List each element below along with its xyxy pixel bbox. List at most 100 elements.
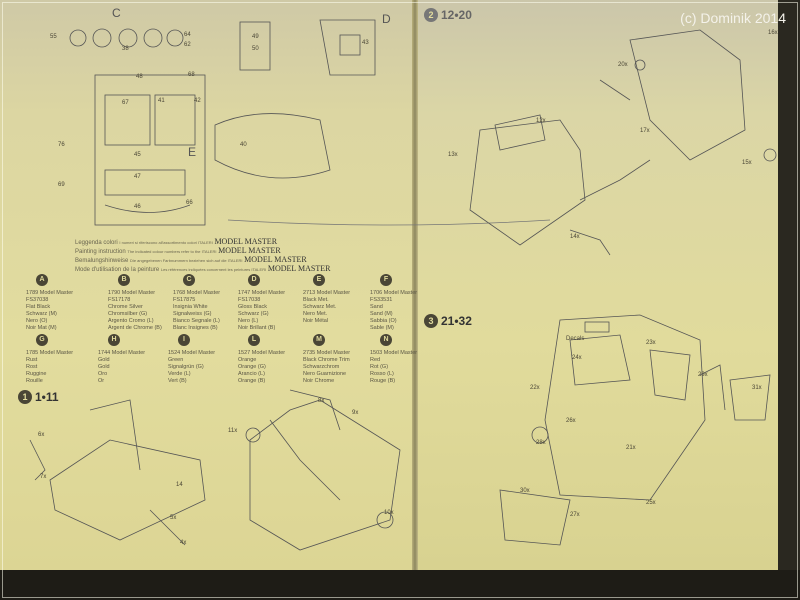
paint-description: 2735 Model Master Black Chrome Trim Schw… (303, 350, 351, 384)
brand-logo: MODEL MASTER (267, 264, 331, 273)
painting-legend: Leggenda colori I numeri si riferiscono … (75, 238, 330, 274)
legend-title: Bemalungshinweise (75, 258, 129, 264)
part-number: 42 (194, 98, 201, 104)
part-number: 62 (184, 42, 191, 48)
part-number: 38 (122, 46, 129, 52)
paint-description: 1744 Model Master Gold Gold Oro Or (98, 350, 146, 384)
legend-note: Die angegebenen Farbnummern beziehen sic… (130, 258, 243, 263)
part-number: 64 (184, 32, 191, 38)
paint-key: I (178, 334, 190, 346)
brand-logo: MODEL MASTER (214, 237, 278, 246)
paint-description: 1768 Model Master FS17875 Insignia White… (173, 290, 221, 331)
part-callout: 21x (626, 445, 636, 451)
step-number: 2 (424, 8, 438, 22)
step-number: 3 (424, 314, 438, 328)
part-callout: 11x (228, 428, 238, 434)
step-3-drawing (499, 314, 771, 546)
part-callout: 24x (572, 355, 582, 361)
paint-description: 1503 Model Master Red Rot (G) Rosso (L) … (370, 350, 418, 384)
paint-description: 1524 Model Master Green Signalgrün (G) V… (168, 350, 216, 384)
paint-key: G (36, 334, 48, 346)
table-surface (0, 570, 800, 600)
right-page (416, 0, 778, 572)
part-number: 66 (186, 200, 193, 206)
paint-key: N (380, 334, 392, 346)
part-number: 46 (134, 204, 141, 210)
part-number: 41 (158, 98, 165, 104)
brand-logo: MODEL MASTER (218, 246, 281, 255)
part-callout: 27x (570, 512, 580, 518)
legend-title: Mode d'utilisation de la peinture (75, 267, 160, 273)
part-callout: 16x (768, 30, 778, 36)
decals-label: Decals (566, 336, 585, 342)
step-1-drawing (29, 389, 401, 551)
part-callout: 17x (640, 128, 650, 134)
legend-line-en: Painting instruction The indicated colou… (75, 247, 330, 256)
paint-key: H (108, 334, 120, 346)
part-callout: 25x (646, 500, 656, 506)
step-range: 21•32 (441, 314, 472, 328)
part-number: 68 (188, 72, 195, 78)
part-number: 48 (136, 74, 143, 80)
paint-key: C (183, 274, 195, 286)
sprue-label-e: E (188, 145, 197, 159)
step-number: 1 (18, 390, 32, 404)
paint-description: 1747 Model Master FS17038 Gloss Black Sc… (238, 290, 286, 331)
sprue-label-c: C (112, 6, 121, 20)
sprue-e-body (94, 74, 331, 226)
part-number: 14 (176, 482, 183, 488)
part-number: 76 (58, 142, 65, 148)
step-range: 12•20 (441, 8, 472, 22)
legend-note: I numeri si riferiscono all'assortimento… (119, 240, 213, 245)
part-callout: 4x (180, 540, 187, 546)
paint-description: 1789 Model Master FS37038 Flat Black Sch… (26, 290, 74, 331)
part-callout: 6x (38, 432, 45, 438)
sprue-label-d: D (382, 12, 391, 26)
paint-key: F (380, 274, 392, 286)
part-callout: 31x (752, 385, 762, 391)
part-callout: 12x (536, 118, 546, 124)
part-number: 50 (252, 46, 259, 52)
part-callout: 28x (536, 440, 546, 446)
paint-description: 1790 Model Master FS17178 Chrome Silver … (108, 290, 162, 331)
part-number: 40 (240, 142, 247, 148)
legend-note: The indicated colour numbers refer to th… (127, 249, 217, 254)
part-callout: 10x (384, 510, 394, 516)
part-callout: 29x (698, 372, 708, 378)
legend-line-fr: Mode d'utilisation de la peinture Les ré… (75, 265, 330, 274)
part-number: 45 (134, 152, 141, 158)
part-callout: 20x (618, 62, 628, 68)
part-number: 47 (134, 174, 141, 180)
paint-description: 1706 Model Master FS33531 Sand Sand (M) … (370, 290, 418, 331)
part-callout: 13x (448, 152, 458, 158)
paint-description: 1527 Model Master Orange Orange (G) Aran… (238, 350, 286, 384)
part-callout: 7x (40, 474, 47, 480)
part-number: 49 (252, 34, 259, 40)
left-page (0, 0, 414, 572)
part-number: 69 (58, 182, 65, 188)
watermark: (c) Dominik 2014 (680, 10, 786, 26)
legend-line-de: Bemalungshinweise Die angegebenen Farbnu… (75, 256, 330, 265)
paint-key: M (313, 334, 325, 346)
legend-title: Leggenda colori (75, 240, 118, 246)
page-gutter (412, 0, 418, 572)
paint-key: D (248, 274, 260, 286)
part-number: 67 (122, 100, 129, 106)
assembly-drawings (29, 19, 777, 551)
paint-key: A (36, 274, 48, 286)
paint-description: 1785 Model Master Rust Rost Ruggine Roui… (26, 350, 74, 384)
step-range: 1•11 (35, 390, 59, 404)
part-callout: 15x (742, 160, 752, 166)
step-2-drawing (469, 29, 777, 256)
sprue-c-wheels (69, 28, 184, 48)
legend-note: Les références indiquées concernent les … (160, 267, 267, 272)
sprue-d-parts (239, 19, 376, 76)
paint-key: E (313, 274, 325, 286)
part-callout: 14x (570, 234, 580, 240)
paint-key: B (118, 274, 130, 286)
legend-line-it: Leggenda colori I numeri si riferiscono … (75, 238, 330, 247)
part-callout: 30x (520, 488, 530, 494)
paint-key: L (248, 334, 260, 346)
